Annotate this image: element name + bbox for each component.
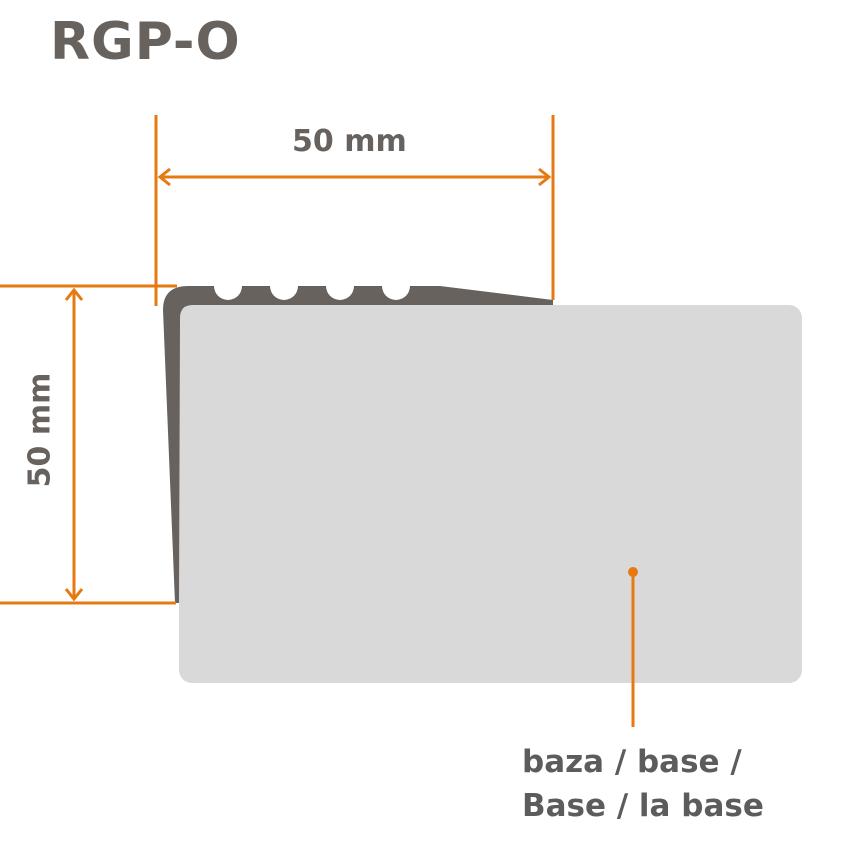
callout-line-2: Base / la base: [522, 788, 764, 824]
product-title: RGP-O: [50, 12, 241, 72]
height-dimension: [0, 284, 177, 605]
base-callout-label: baza / base / Base / la base: [522, 740, 764, 828]
base-callout-leader: [628, 567, 638, 727]
base-block: [179, 305, 802, 683]
width-dimension: [154, 115, 555, 306]
callout-line-1: baza / base /: [522, 744, 742, 780]
width-dimension-label: 50 mm: [292, 124, 407, 159]
height-dimension-label: 50 mm: [22, 372, 58, 488]
